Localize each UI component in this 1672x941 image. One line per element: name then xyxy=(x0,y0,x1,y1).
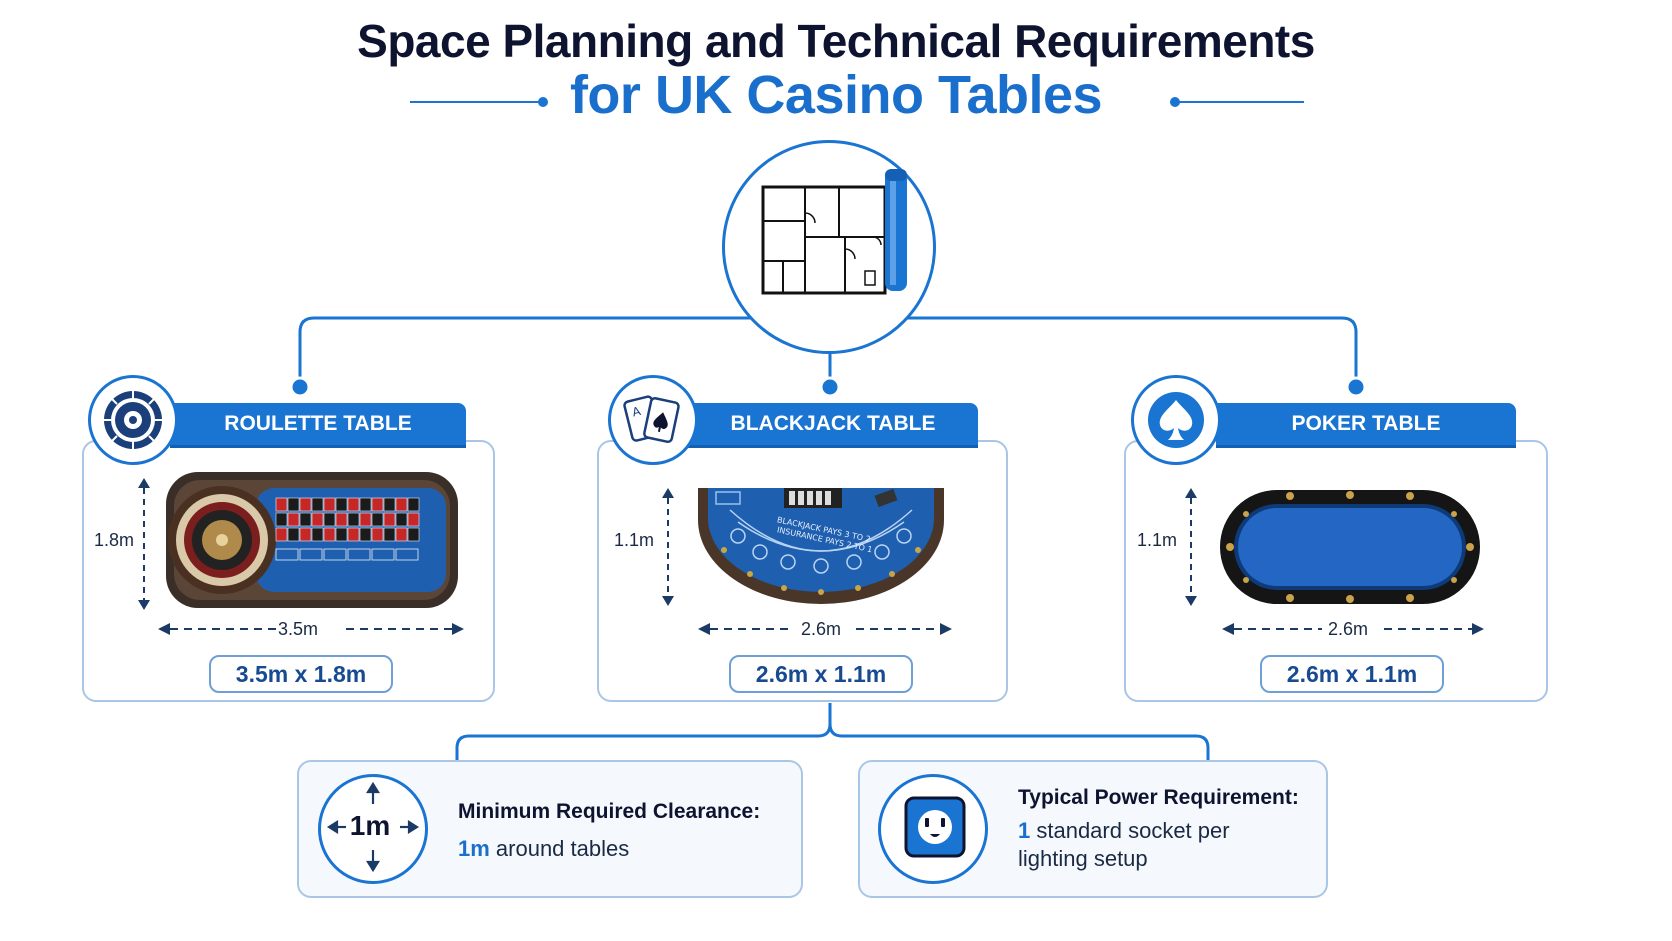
spade-icon xyxy=(1148,392,1204,448)
poker-badge xyxy=(1131,375,1221,465)
blackjack-width-arrow xyxy=(698,623,952,635)
blackjack-table-title: BLACKJACK TABLE xyxy=(688,403,978,445)
power-text-line2: lighting setup xyxy=(1018,846,1148,871)
blackjack-badge: A xyxy=(608,375,698,465)
clearance-title: Minimum Required Clearance: xyxy=(458,800,761,823)
power-value: 1 xyxy=(1018,818,1031,843)
clearance-text: 1m around tables xyxy=(458,836,629,862)
clearance-suffix: around tables xyxy=(489,836,630,861)
page-title: Space Planning and Technical Requirement… xyxy=(357,15,1315,67)
floor-plan-hub xyxy=(722,140,936,354)
blackjack-size-badge: 2.6m x 1.1m xyxy=(729,655,913,693)
poker-size-badge: 2.6m x 1.1m xyxy=(1260,655,1444,693)
page-subtitle: for UK Casino Tables xyxy=(569,65,1103,125)
roulette-depth-arrow xyxy=(138,478,150,610)
clearance-icon-circle: 1m xyxy=(318,774,428,884)
roulette-badge xyxy=(88,375,178,465)
blackjack-table-image: BLACKJACK PAYS 3 TO 2 INSURANCE PAYS 2 T… xyxy=(698,488,944,604)
roulette-table-title: ROULETTE TABLE xyxy=(170,403,466,445)
roulette-depth-label: 1.8m xyxy=(94,530,135,550)
poker-depth-label: 1.1m xyxy=(1137,530,1178,550)
floor-plan-blueprint-icon xyxy=(761,169,907,295)
roulette-table-image xyxy=(166,472,458,608)
roulette-width-label: 3.5m xyxy=(278,619,319,639)
power-socket-icon xyxy=(904,796,966,858)
playing-cards-icon: A xyxy=(623,395,680,444)
power-line1: standard socket per xyxy=(1030,818,1230,843)
expand-arrows-icon xyxy=(326,781,420,873)
blackjack-depth-label: 1.1m xyxy=(614,530,655,550)
poker-table-title: POKER TABLE xyxy=(1216,403,1516,445)
power-title: Typical Power Requirement: xyxy=(1018,786,1299,809)
poker-width-label: 2.6m xyxy=(1328,619,1369,639)
poker-table-image xyxy=(1220,490,1480,604)
power-text-line1: 1 standard socket per xyxy=(1018,818,1230,844)
roulette-wheel-icon xyxy=(104,391,162,449)
poker-width-arrow xyxy=(1222,623,1484,635)
poker-depth-arrow xyxy=(1185,488,1197,606)
blackjack-width-label: 2.6m xyxy=(801,619,842,639)
clearance-value: 1m xyxy=(458,836,490,861)
clearance-icon-label: 1m xyxy=(349,810,391,841)
blackjack-depth-arrow xyxy=(662,488,674,606)
power-icon-circle xyxy=(878,774,988,884)
roulette-width-arrow xyxy=(158,623,464,635)
roulette-size-badge: 3.5m x 1.8m xyxy=(209,655,393,693)
